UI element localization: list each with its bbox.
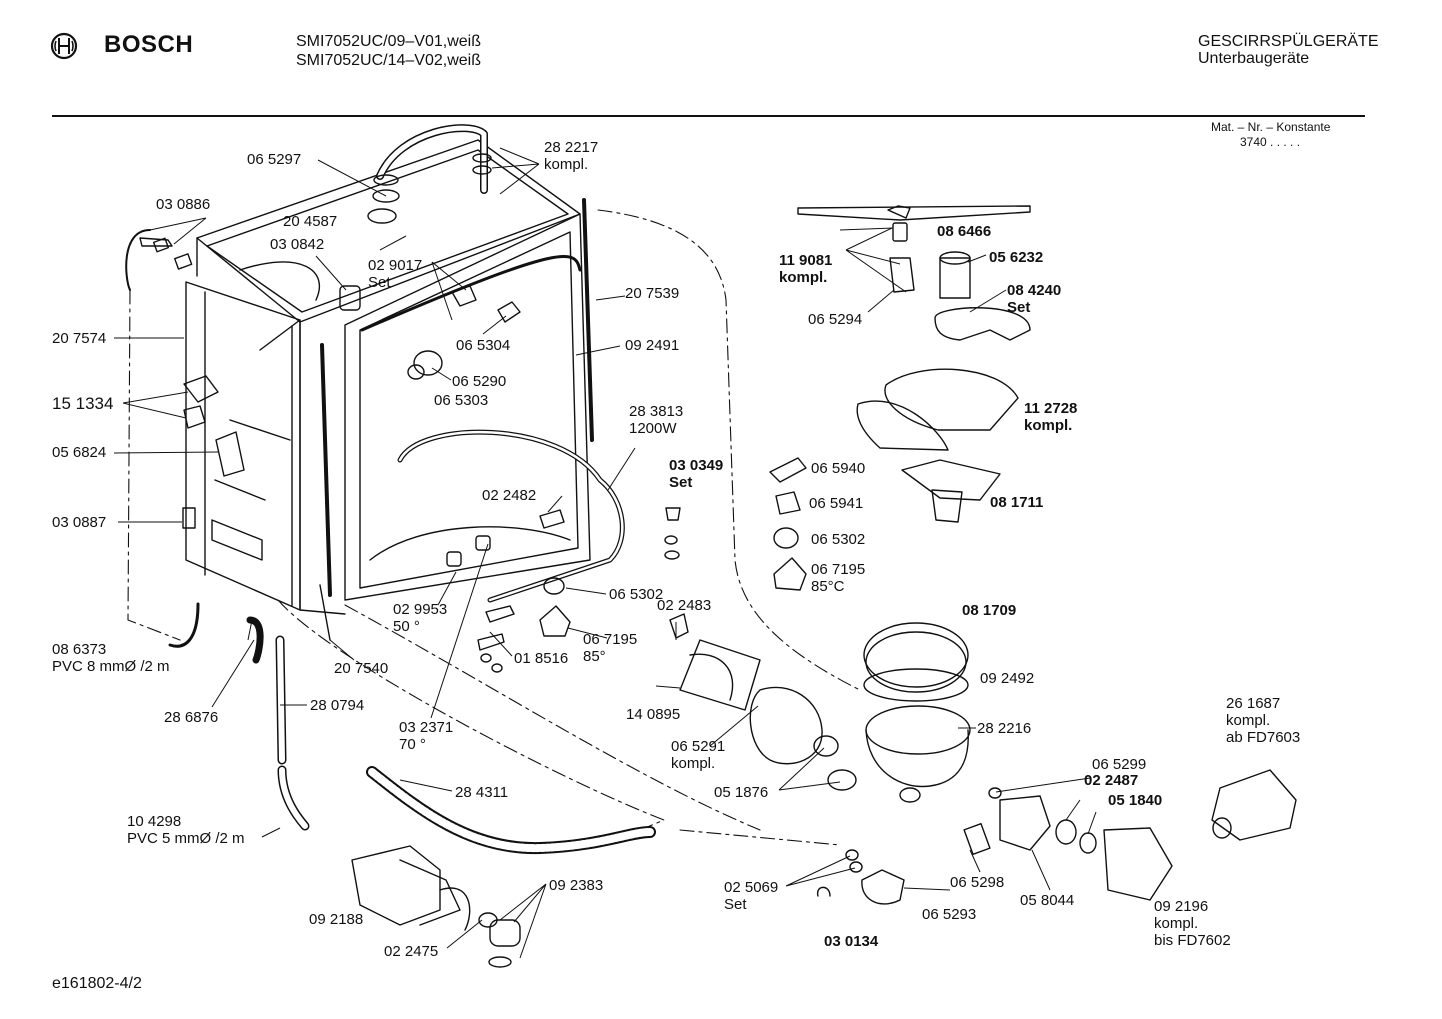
part-label: 06 5304: [456, 337, 511, 354]
part-label: 28 2216: [977, 720, 1032, 737]
part-label: 20 7539: [625, 285, 680, 302]
tub-body: [185, 139, 591, 615]
part-label: 09 2383: [549, 877, 604, 894]
part-label: 14 0895: [626, 706, 681, 723]
part-label: 05 1840: [1108, 792, 1163, 809]
part-label: 28 4311: [455, 784, 509, 801]
part-label: 06 5293: [922, 906, 977, 923]
part-label: 06 5302: [811, 531, 866, 548]
part-label: 20 7540: [334, 660, 389, 677]
model-line-2: SMI7052UC/14–V02,weiß: [296, 52, 481, 69]
part-label: 02 2475: [384, 943, 439, 960]
part-label: 28 6876: [164, 709, 219, 726]
part-label: 06 5941: [809, 495, 864, 512]
category-title: GESCIRRSPÜLGERÄTE: [1198, 33, 1379, 50]
part-label: 01 8516: [514, 650, 569, 667]
part-label: 15 1334: [52, 394, 114, 413]
part-label: 05 6232: [989, 249, 1044, 266]
part-label: 08 1711: [990, 494, 1044, 511]
part-label: 09 2188: [309, 911, 364, 928]
bosch-logo-icon: [50, 32, 78, 60]
brand-name: BOSCH: [104, 31, 194, 58]
part-label: 03 0887: [52, 514, 107, 531]
drawing-code: e161802-4/2: [52, 975, 142, 992]
mat-nr-value: 3740 . . . . .: [1240, 135, 1301, 149]
part-label: 06 5299: [1092, 756, 1147, 773]
part-label: 03 0886: [156, 196, 211, 213]
part-label: 20 7574: [52, 330, 107, 347]
part-label: 05 8044: [1020, 892, 1075, 909]
part-label: 06 5302: [609, 586, 664, 603]
part-label: 03 0134: [824, 933, 879, 950]
part-label: 05 1876: [714, 784, 769, 801]
part-label: 20 4587: [283, 213, 338, 230]
mat-nr-label: Mat. – Nr. – Konstante: [1211, 120, 1331, 134]
part-label: 03 0842: [270, 236, 325, 253]
part-label: 06 5298: [950, 874, 1005, 891]
part-label: 06 5303: [434, 392, 489, 409]
model-line-1: SMI7052UC/09–V01,weiß: [296, 33, 481, 50]
part-label: 05 6824: [52, 444, 107, 461]
part-label: 02 2483: [657, 597, 712, 614]
part-label: 06 5940: [811, 460, 866, 477]
part-label: 06 5294: [808, 311, 863, 328]
part-label: 06 5297: [247, 151, 302, 168]
part-label: 28 0794: [310, 697, 365, 714]
part-label: 02 2482: [482, 487, 537, 504]
category-subtitle: Unterbaugeräte: [1198, 50, 1310, 67]
part-label: 08 1709: [962, 602, 1017, 619]
part-label: 08 6466: [937, 223, 992, 240]
part-label: 09 2492: [980, 670, 1035, 687]
part-label: 06 5290: [452, 373, 507, 390]
header-rule: [52, 115, 1365, 117]
part-label: 02 2487: [1084, 772, 1139, 789]
part-label: 09 2491: [625, 337, 680, 354]
